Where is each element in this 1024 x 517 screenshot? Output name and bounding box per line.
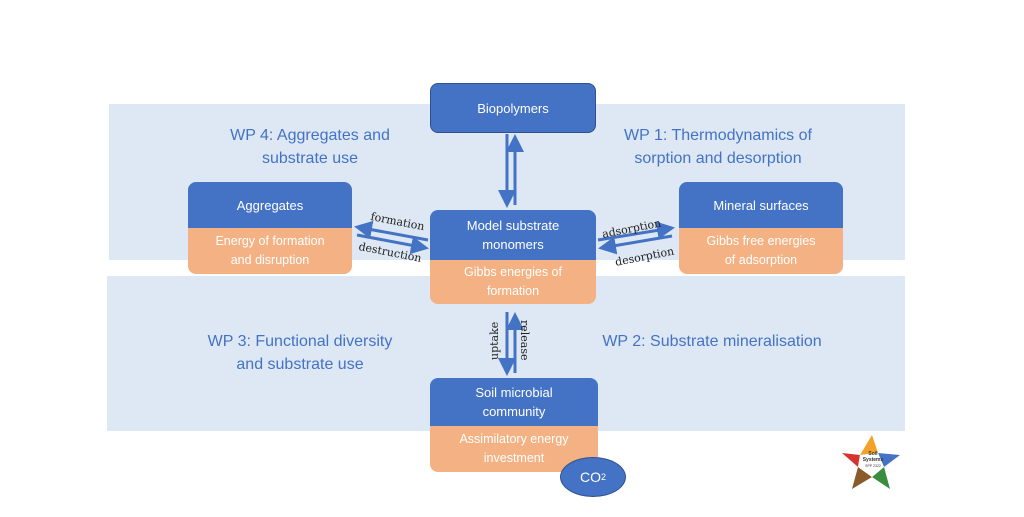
aggregates-energy-line1: Energy of formation	[215, 234, 325, 248]
model-substrate-energy-line1: Gibbs energies of	[464, 265, 562, 279]
microbial-energy-line2: investment	[483, 451, 545, 465]
arrow-destruction	[356, 233, 429, 255]
aggregates-energy-line2: and disruption	[230, 253, 310, 267]
model-substrate-box: Model substrate monomers Gibbs energies …	[430, 210, 596, 304]
mineral-title-block: Mineral surfaces	[679, 182, 843, 228]
logo-line3: SPP 2322	[865, 464, 881, 468]
logo-line2: Systems	[862, 457, 884, 463]
microbial-title-line1: Soil microbial	[475, 385, 553, 400]
mineral-energy-line1: Gibbs free energies	[706, 234, 816, 248]
wp1-heading: WP 1: Thermodynamics of sorption and des…	[598, 124, 838, 170]
model-substrate-title-block: Model substrate monomers	[430, 210, 596, 260]
microbial-box: Soil microbial community Assimilatory en…	[430, 378, 598, 472]
aggregates-energy-block: Energy of formation and disruption	[188, 228, 352, 274]
soil-systems-logo: Soil Systems SPP 2322	[840, 433, 904, 491]
wp1-line1: WP 1: Thermodynamics of	[624, 127, 812, 144]
aggregates-title: Aggregates	[236, 197, 304, 213]
model-substrate-energy-block: Gibbs energies of formation	[430, 260, 596, 304]
model-substrate-energy-line2: formation	[486, 284, 540, 298]
aggregates-title-block: Aggregates	[188, 182, 352, 228]
biopolymers-box: Biopolymers	[430, 83, 596, 133]
microbial-title-line2: community	[482, 404, 546, 419]
mineral-title: Mineral surfaces	[713, 197, 809, 213]
wp3-line1: WP 3: Functional diversity	[207, 333, 393, 350]
co2-base: CO	[579, 469, 601, 485]
microbial-title-block: Soil microbial community	[430, 378, 598, 426]
aggregates-box: Aggregates Energy of formation and disru…	[188, 182, 352, 274]
microbial-energy-line1: Assimilatory energy	[459, 432, 569, 446]
model-substrate-title-line1: Model substrate	[466, 218, 560, 233]
mineral-box: Mineral surfaces Gibbs free energies of …	[679, 182, 843, 274]
wp4-line2: substrate use	[261, 150, 359, 167]
logo-line1: Soil	[868, 451, 878, 457]
biopolymers-label: Biopolymers	[477, 100, 549, 116]
wp2-line1: WP 2: Substrate mineralisation	[602, 333, 822, 350]
wp3-heading: WP 3: Functional diversity and substrate…	[175, 330, 425, 376]
mineral-energy-line2: of adsorption	[724, 253, 798, 267]
logo-text: Soil Systems SPP 2322	[862, 451, 884, 469]
wp4-heading: WP 4: Aggregates and substrate use	[190, 124, 430, 170]
star-logo-icon	[842, 435, 900, 489]
release-label: release	[518, 320, 531, 361]
microbial-energy-block: Assimilatory energy investment	[430, 426, 598, 472]
co2-subscript: 2	[600, 472, 606, 482]
uptake-label: uptake	[488, 321, 501, 360]
model-substrate-title-line2: monomers	[482, 237, 544, 252]
wp2-heading: WP 2: Substrate mineralisation	[578, 330, 846, 353]
arrow-desorption	[598, 234, 673, 255]
wp3-line2: and substrate use	[236, 356, 364, 373]
wp4-line1: WP 4: Aggregates and	[230, 127, 390, 144]
mineral-energy-block: Gibbs free energies of adsorption	[679, 228, 843, 274]
wp1-line2: sorption and desorption	[634, 150, 802, 167]
